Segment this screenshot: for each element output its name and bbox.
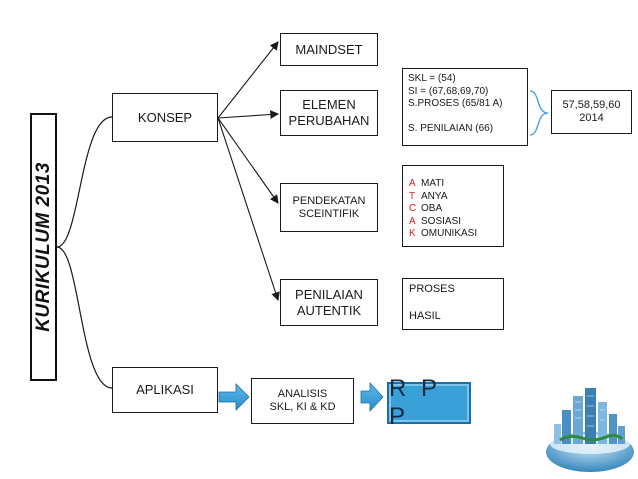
permendikbud-year: 2014 [579,112,604,124]
step-rest: OBA [421,203,443,214]
penilaian-details-box: PROSES HASIL [402,278,504,330]
penilaian-line1: PENILAIAN [295,286,363,302]
step-rest: MATI [421,178,445,189]
step-letter: A [409,178,416,189]
pendekatan-box: PENDEKATAN SCEINTIFIK [280,183,378,232]
analisis-box: ANALISIS SKL, KI & KD [251,378,354,424]
step-letter: C [409,203,417,214]
city-globe-icon [546,388,634,472]
step-letter: A [409,215,416,227]
maindset-box: MAINDSET [280,33,378,66]
step-coba: C OBA [409,203,497,216]
aplikasi-label: APLIKASI [136,382,194,397]
step-amati: A MATI [409,178,497,191]
detail-spenilaian: S. PENILAIAN (66) [408,122,494,134]
detail-proses: PROSES [409,283,455,295]
elemen-perubahan-box: ELEMEN PERUBAHAN [280,90,378,136]
step-komunikasi: K OMUNIKASI [409,228,497,241]
analisis-line2: SKL, KI & KD [269,401,336,413]
pendekatan-line2: SCEINTIFIK [298,207,360,220]
elemen-line2: PERUBAHAN [288,113,370,128]
pendekatan-line1: PENDEKATAN [292,194,366,207]
permendikbud-box: 57,58,59,60 2014 [551,90,632,134]
step-letter: T [409,190,416,202]
detail-si: SI = (67,68,69,70) [408,85,489,97]
konsep-box: KONSEP [112,93,218,142]
aplikasi-box: APLIKASI [112,367,218,413]
rpp-box: R P P [387,375,471,430]
step-rest: OMUNIKASI [421,228,478,239]
konsep-label: KONSEP [137,109,193,125]
step-rest: ANYA [421,190,448,202]
elemen-line1: ELEMEN [302,97,356,112]
pendekatan-details-box: A MATI T ANYA C OBA A SOSIASI K OMUNIKASI [402,165,504,247]
analisis-line1: ANALISIS [277,388,328,400]
permendikbud-numbers: 57,58,59,60 [562,99,621,111]
elemen-details-box: SKL = (54) SI = (67,68,69,70) S.PROSES (… [402,68,528,146]
step-rest: SOSIASI [421,215,462,227]
step-letter: K [409,228,416,239]
detail-sproses: S.PROSES (65/81 A) [408,98,503,109]
penilaian-box: PENILAIAN AUTENTIK [280,279,378,326]
maindset-label: MAINDSET [295,41,363,57]
step-asosiasi: A SOSIASI [409,216,497,229]
root-title: KURIKULUM 2013 [32,162,54,332]
detail-hasil: HASIL [409,310,441,322]
step-tanya: T ANYA [409,191,497,204]
detail-skl: SKL = (54) [408,73,456,84]
rpp-label: R P P [389,375,441,430]
root-title-box: KURIKULUM 2013 [30,113,57,381]
penilaian-line2: AUTENTIK [296,302,362,318]
